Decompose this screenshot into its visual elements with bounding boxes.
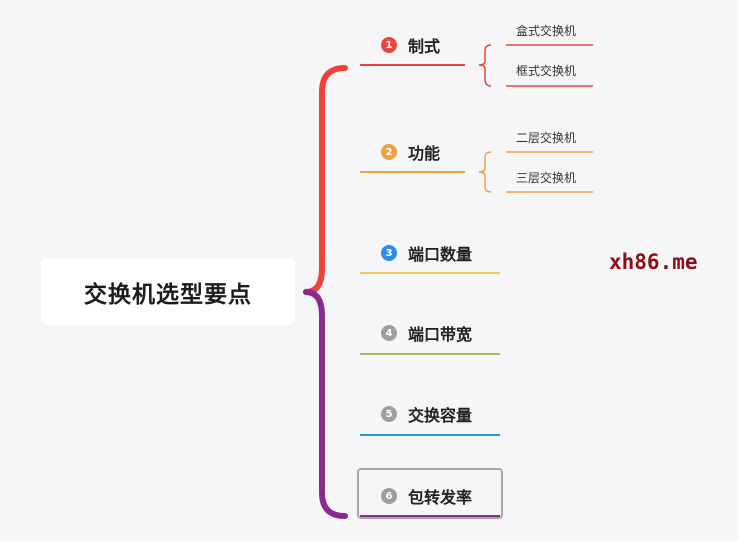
watermark-text: xh86.me xyxy=(609,250,698,274)
topic-2-label: 功能 xyxy=(408,144,441,163)
sub-bracket-1 xyxy=(478,44,492,87)
subtopic-1-2[interactable]: 框式交换机 xyxy=(516,64,577,78)
topic-4-node[interactable]: 4 端口带宽 xyxy=(381,321,472,345)
number-3-icon: 3 xyxy=(381,245,397,261)
subtopic-2-1[interactable]: 二层交换机 xyxy=(516,131,577,145)
main-bracket-lower xyxy=(303,289,348,519)
topic-2-node[interactable]: 2 功能 xyxy=(381,140,440,164)
number-5-icon: 5 xyxy=(381,406,397,422)
topic-3-node[interactable]: 3 端口数量 xyxy=(381,241,472,265)
central-topic-label: 交换机选型要点 xyxy=(84,281,252,308)
selection-frame xyxy=(357,468,503,519)
number-6-icon: 6 xyxy=(381,488,397,504)
number-2-icon: 2 xyxy=(381,144,397,160)
topic-1-node[interactable]: 1 制式 xyxy=(381,33,440,57)
subtopic-2-2[interactable]: 三层交换机 xyxy=(516,171,577,185)
topic-3-label: 端口数量 xyxy=(408,245,473,264)
topic-4-label: 端口带宽 xyxy=(408,325,473,344)
central-topic-node[interactable]: 交换机选型要点 xyxy=(41,258,295,325)
topic-6-label: 包转发率 xyxy=(408,488,473,507)
subtopic-1-1[interactable]: 盒式交换机 xyxy=(516,24,577,38)
sub-bracket-2 xyxy=(478,151,492,193)
topic-5-node[interactable]: 5 交换容量 xyxy=(381,402,472,426)
number-1-icon: 1 xyxy=(381,37,397,53)
topic-5-label: 交换容量 xyxy=(408,406,473,425)
topic-6-node[interactable]: 6 包转发率 xyxy=(381,484,472,508)
number-4-icon: 4 xyxy=(381,325,397,341)
main-bracket-upper xyxy=(303,65,348,295)
topic-1-label: 制式 xyxy=(408,37,441,56)
